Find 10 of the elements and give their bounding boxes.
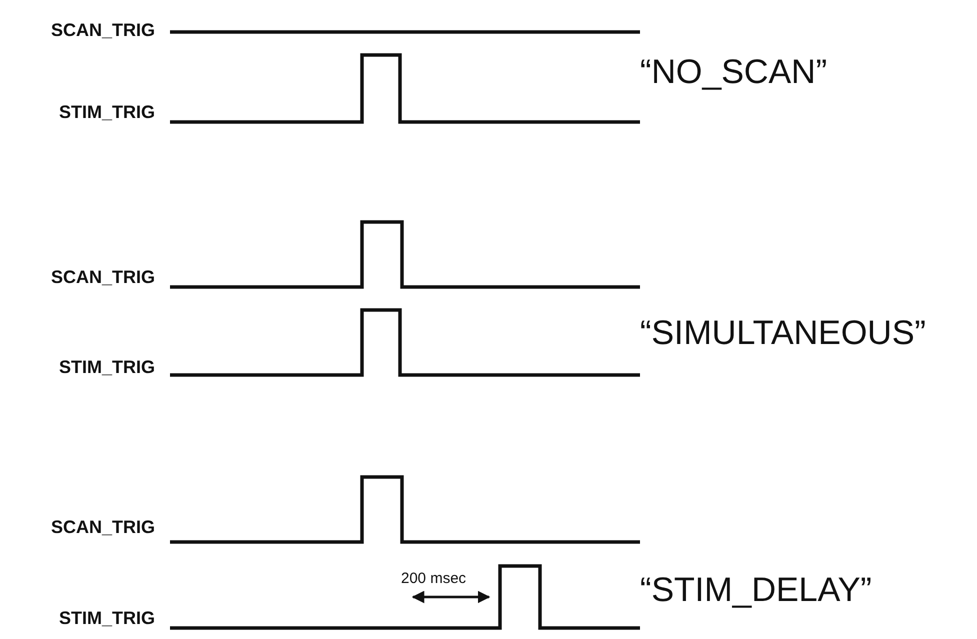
signal-name: STIM_TRIG: [59, 609, 156, 627]
signal-name: SCAN_TRIG: [51, 268, 156, 286]
mode-label: “NO_SCAN”: [640, 55, 828, 89]
dimension-label: 200 msec: [401, 570, 466, 586]
mode-label: “STIM_DELAY”: [640, 573, 872, 607]
signal-name: STIM_TRIG: [59, 103, 156, 121]
signal-name: STIM_TRIG: [59, 358, 156, 376]
mode-label: “SIMULTANEOUS”: [640, 316, 926, 350]
signal-name: SCAN_TRIG: [51, 21, 156, 39]
signal-name: SCAN_TRIG: [51, 518, 156, 536]
